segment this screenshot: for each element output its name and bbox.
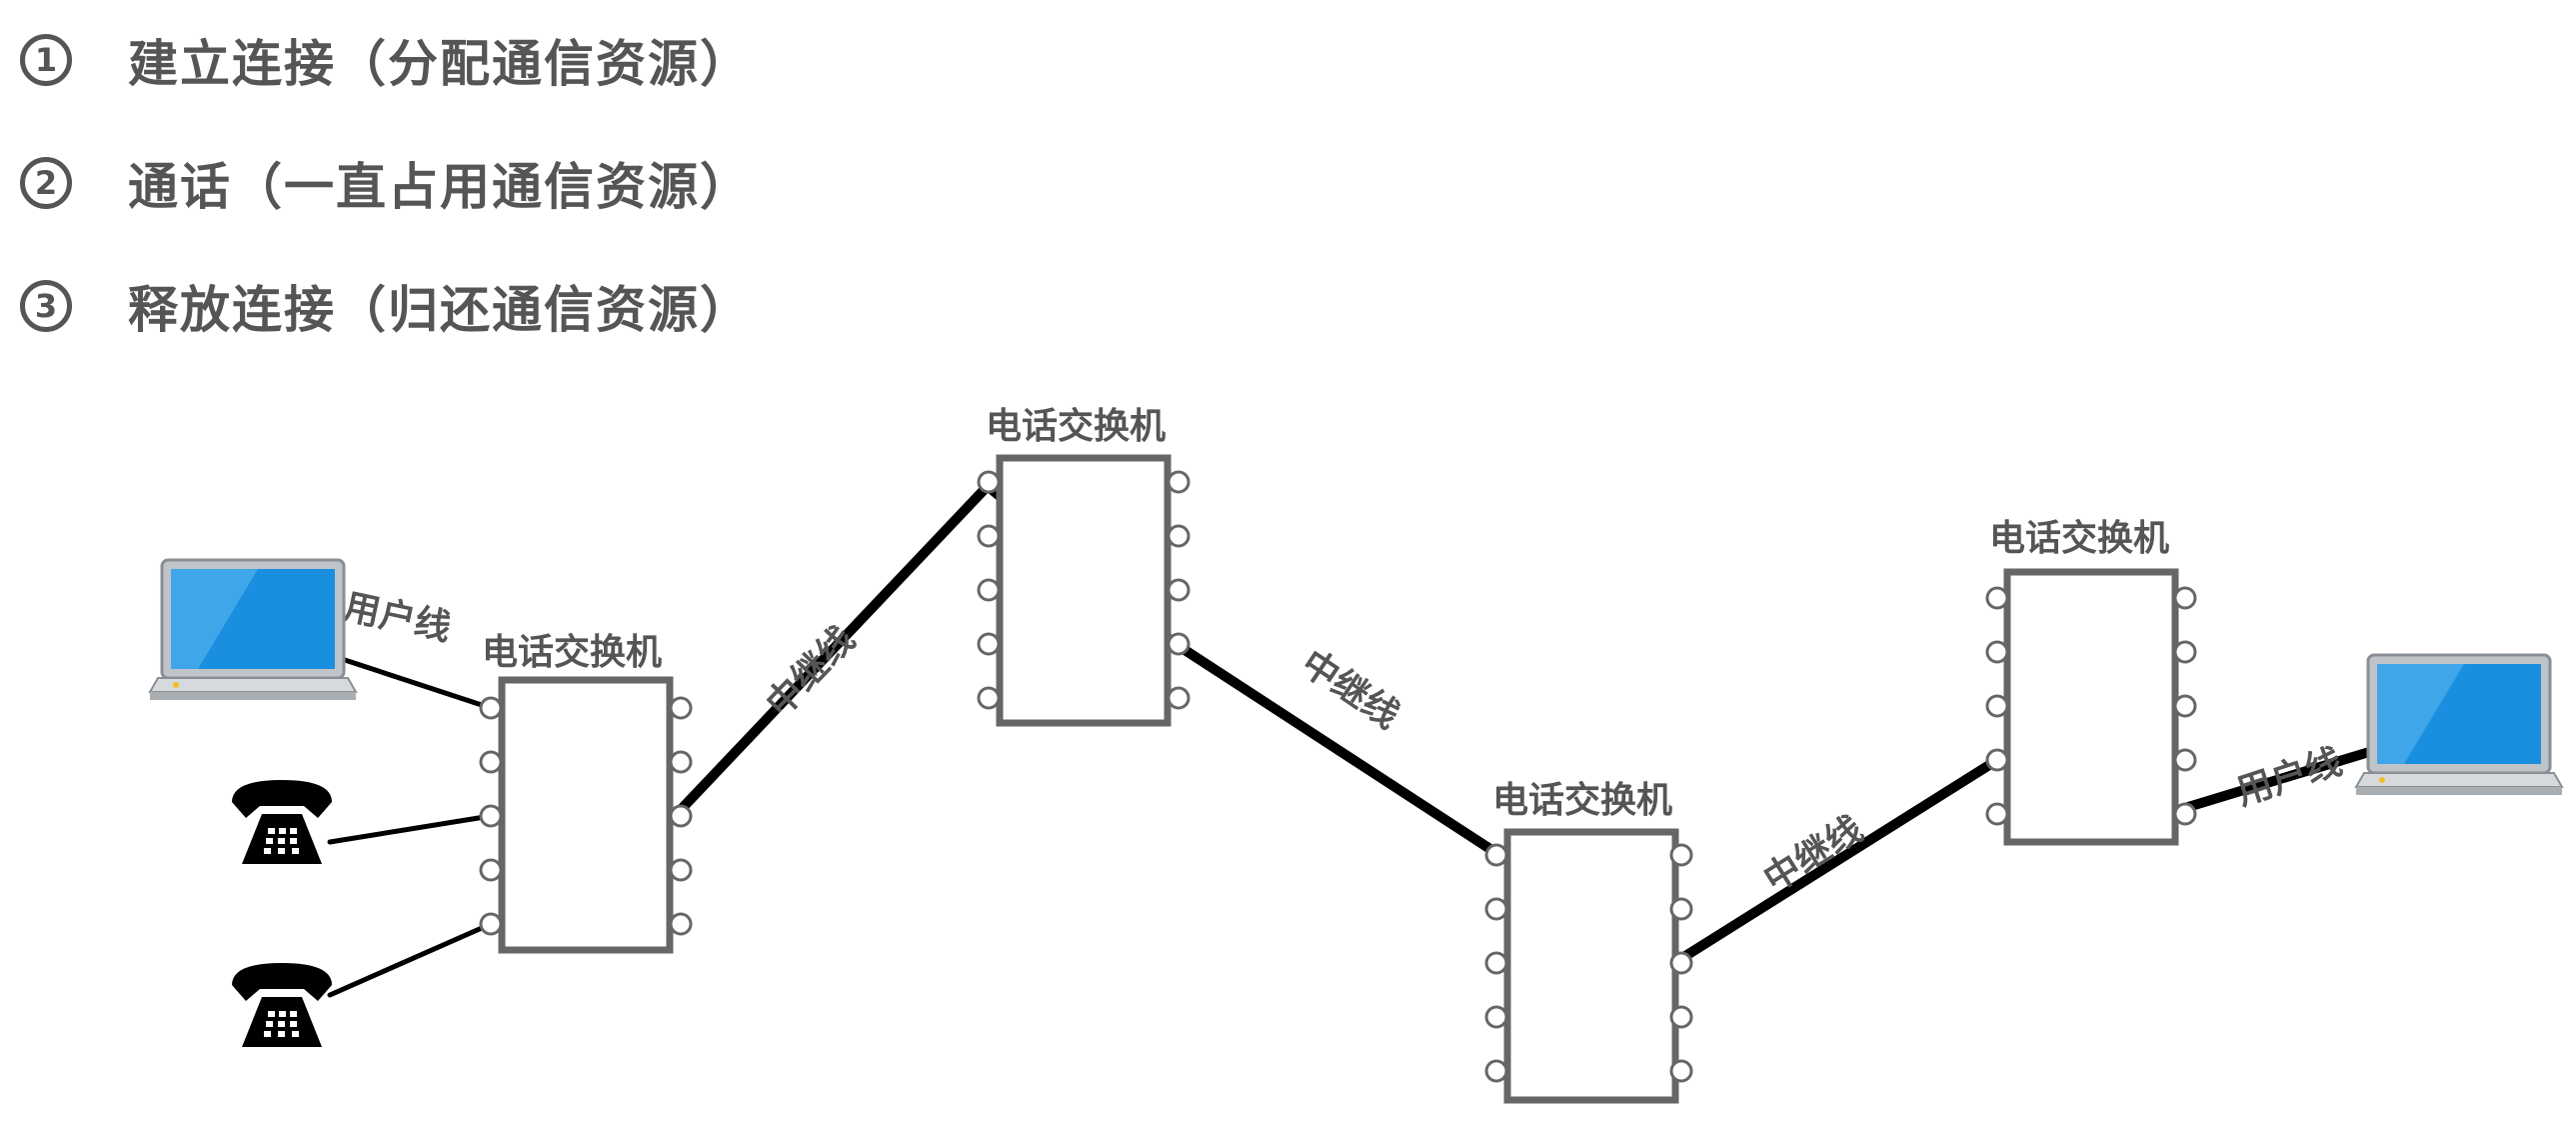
switch-c-port	[1484, 897, 1508, 921]
switch-d-label: 电话交换机	[1989, 517, 2169, 559]
switch-c: 电话交换机	[1484, 779, 1693, 1104]
step-3-text: 释放连接（归还通信资源）	[128, 281, 752, 339]
switch-b-port	[1167, 686, 1191, 710]
switch-b-port	[977, 632, 1001, 656]
switch-b-label: 电话交换机	[986, 405, 1166, 447]
switch-d-port	[2173, 586, 2197, 610]
laptop-icon	[2354, 653, 2564, 795]
switch-b-port	[977, 578, 1001, 602]
step-1-number: 1	[20, 34, 72, 86]
step-1: 1 建立连接（分配通信资源）	[20, 25, 752, 95]
switch-a: 电话交换机	[479, 631, 693, 954]
switch-b-port	[977, 524, 1001, 548]
step-3-number: 3	[20, 280, 72, 332]
switch-c-box	[1503, 828, 1679, 1104]
switch-d-box	[2003, 568, 2179, 846]
switch-a-port	[669, 804, 693, 828]
switch-d-port	[1985, 694, 2009, 718]
switch-b: 电话交换机	[977, 405, 1191, 727]
switch-a-port	[479, 912, 503, 936]
switch-d-port	[2173, 640, 2197, 664]
switch-d-port	[1985, 802, 2009, 826]
switch-a-port	[479, 750, 503, 774]
trunk-label-1: 中继线	[759, 619, 864, 725]
step-2-number: 2	[20, 157, 72, 209]
switch-a-port	[479, 696, 503, 720]
switch-b-port	[1167, 470, 1191, 494]
switch-c-port	[1669, 951, 1693, 975]
switch-a-label: 电话交换机	[482, 631, 662, 673]
switch-b-box	[996, 454, 1172, 727]
switch-a-port	[479, 804, 503, 828]
switch-a-box	[498, 676, 674, 954]
step-3: 3 释放连接（归还通信资源）	[20, 271, 752, 341]
laptop-icon	[148, 558, 358, 700]
telephone-icon	[232, 780, 332, 864]
switch-c-port	[1669, 897, 1693, 921]
switch-c-label: 电话交换机	[1492, 779, 1672, 821]
switch-a-port	[669, 858, 693, 882]
user-line-phone-2	[327, 921, 494, 998]
switch-d-port	[2173, 748, 2197, 772]
user-line-laptop-left	[342, 657, 494, 711]
switch-b-port	[1167, 578, 1191, 602]
step-2-text: 通话（一直占用通信资源）	[128, 158, 752, 216]
switch-c-port	[1669, 1005, 1693, 1029]
switch-d-port	[1985, 640, 2009, 664]
switch-a-port	[669, 696, 693, 720]
switch-a-port	[669, 912, 693, 936]
step-2: 2 通话（一直占用通信资源）	[20, 148, 752, 218]
switch-b-port	[1167, 524, 1191, 548]
trunk-label-2: 中继线	[1293, 643, 1405, 737]
switch-d-port	[1985, 748, 2009, 772]
switch-c-port	[1484, 1005, 1508, 1029]
switch-a-port	[669, 750, 693, 774]
switch-c-port	[1484, 1059, 1508, 1083]
switch-b-port	[977, 686, 1001, 710]
switch-d-port	[1985, 586, 2009, 610]
switch-b-port	[977, 470, 1001, 494]
telephone-icon	[232, 963, 332, 1047]
user-line-phone-1	[327, 813, 494, 845]
switch-d: 电话交换机	[1985, 517, 2197, 846]
switch-b-port	[1167, 632, 1191, 656]
user-line-label-left: 用户线	[340, 587, 454, 650]
user-line-label-right: 用户线	[2232, 741, 2347, 813]
switch-d-port	[2173, 694, 2197, 718]
switch-c-port	[1484, 951, 1508, 975]
switch-d-port	[2173, 802, 2197, 826]
step-1-text: 建立连接（分配通信资源）	[128, 35, 752, 93]
switch-c-port	[1484, 843, 1508, 867]
switch-c-port	[1669, 843, 1693, 867]
switch-c-port	[1669, 1059, 1693, 1083]
switch-a-port	[479, 858, 503, 882]
